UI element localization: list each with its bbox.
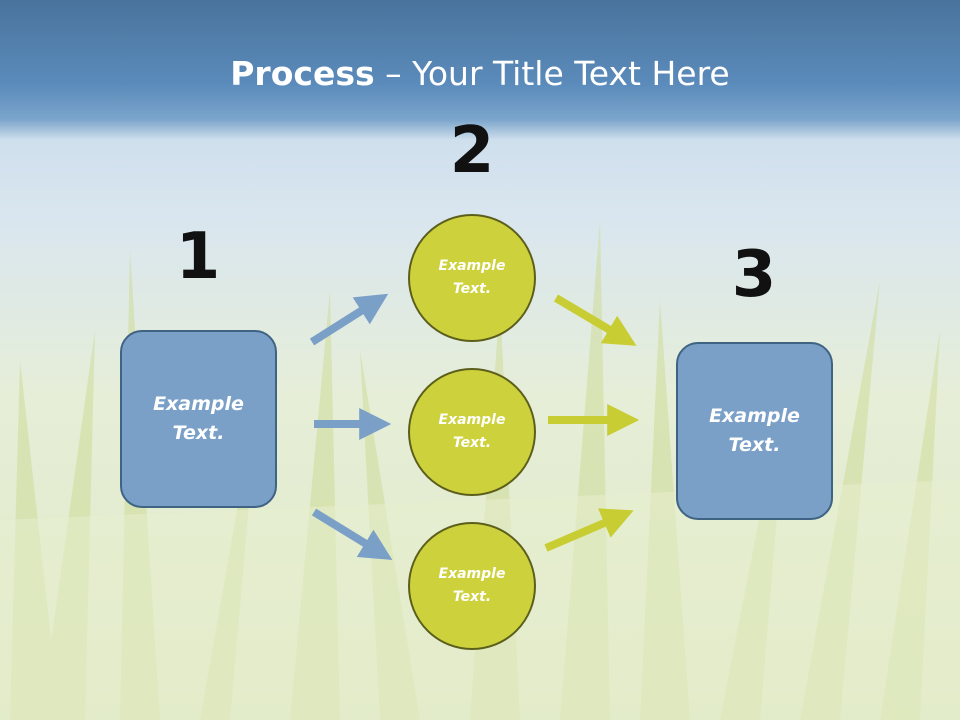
arrow-box1-to-circle1 <box>309 293 389 346</box>
title-bar <box>0 0 960 140</box>
step2-circle-1: Example Text. <box>408 214 536 342</box>
step-number-2: 2 <box>449 114 495 188</box>
step2-circle-3-text: Example Text. <box>438 566 506 605</box>
title-bold: Process <box>230 54 375 93</box>
step2-circle-1-text: Example Text. <box>438 258 506 297</box>
step3-box-text: Example Text. <box>709 405 800 456</box>
arrow-circle3-to-box3 <box>544 508 634 552</box>
step-number-1: 1 <box>175 220 221 294</box>
arrow-box1-to-circle3 <box>311 508 393 561</box>
arrow-circle1-to-box3 <box>553 294 637 346</box>
step2-circle-3: Example Text. <box>408 522 536 650</box>
step3-box: Example Text. <box>676 342 833 520</box>
step-number-3: 3 <box>731 238 777 312</box>
step1-box: Example Text. <box>120 330 277 508</box>
step1-box-text: Example Text. <box>153 393 244 444</box>
slide-title: Process – Your Title Text Here <box>0 52 960 96</box>
step2-circle-2: Example Text. <box>408 368 536 496</box>
step2-circle-2-text: Example Text. <box>438 412 506 451</box>
title-rest: – Your Title Text Here <box>374 54 730 93</box>
